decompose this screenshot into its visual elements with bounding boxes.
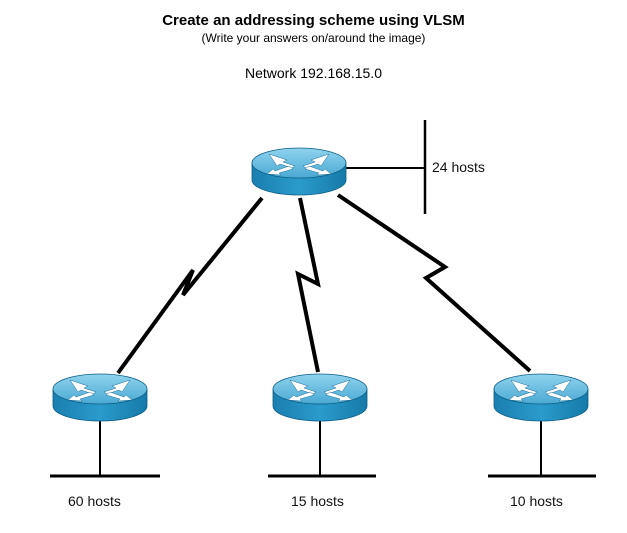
diagram-title: Create an addressing scheme using VLSM xyxy=(162,12,465,29)
left-lan-label: 60 hosts xyxy=(68,493,121,509)
network-address: Network 192.168.15.0 xyxy=(245,65,382,81)
serial-link-left xyxy=(116,196,264,375)
router-icon xyxy=(52,373,148,422)
right-lan-label: 10 hosts xyxy=(510,493,563,509)
serial-link-right xyxy=(336,193,532,373)
serial-link-center xyxy=(295,197,321,373)
right-lan-segment xyxy=(488,420,596,478)
top-lan-label: 24 hosts xyxy=(432,159,485,175)
diagram-subtitle: (Write your answers on/around the image) xyxy=(201,31,426,45)
center-lan-segment xyxy=(268,420,376,478)
center-lan-label: 15 hosts xyxy=(291,493,344,509)
router-icon xyxy=(251,147,347,196)
router-icon xyxy=(493,373,589,422)
left-lan-segment xyxy=(50,420,160,478)
top-lan-segment xyxy=(345,120,427,214)
router-icon xyxy=(272,373,368,422)
